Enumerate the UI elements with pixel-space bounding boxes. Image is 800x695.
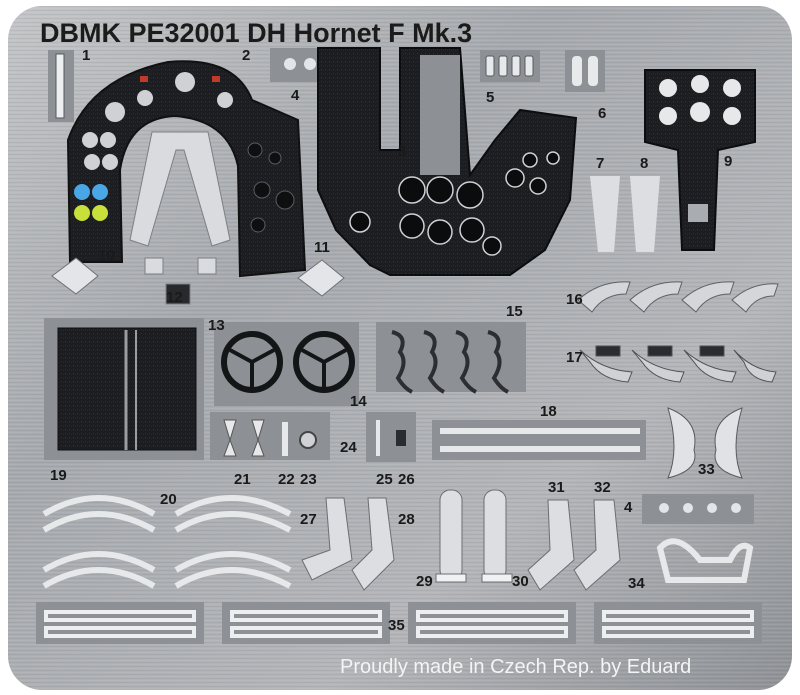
part-number-34: 34 <box>628 575 645 592</box>
part-number-4b: 4 <box>624 499 633 516</box>
part-number-28: 28 <box>398 511 415 528</box>
part-number-10: 10 <box>98 247 115 264</box>
part-number-20: 20 <box>160 491 177 508</box>
part-3-instrument-panel <box>317 47 578 276</box>
part-number-12: 12 <box>166 289 183 306</box>
part-19-floor-panel <box>44 318 204 460</box>
part-number-27: 27 <box>300 511 317 528</box>
part-number-13: 13 <box>208 317 225 334</box>
part-number-23: 23 <box>300 471 317 488</box>
part-number-29: 29 <box>416 573 433 590</box>
part-number-5: 5 <box>486 89 494 106</box>
part-number-31: 31 <box>548 479 565 496</box>
part-number-22: 22 <box>278 471 295 488</box>
part-number-15: 15 <box>506 303 523 320</box>
part-number-21: 21 <box>234 471 251 488</box>
part-1-strip <box>48 50 74 122</box>
part-34-bracket <box>656 538 754 583</box>
part-number-6: 6 <box>598 105 606 122</box>
part-7-8-plates <box>590 176 660 252</box>
part-number-2: 2 <box>242 47 250 64</box>
part-10-11-brackets <box>51 257 345 297</box>
part-number-11: 11 <box>314 239 330 256</box>
part-number-18: 18 <box>540 403 557 420</box>
part-21-26-small-parts <box>210 412 416 462</box>
part-9-instrument-panel <box>644 69 756 251</box>
fret-footer: Proudly made in Czech Rep. by Eduard <box>340 656 691 678</box>
part-number-17: 17 <box>566 349 583 366</box>
part-number-8: 8 <box>640 155 648 172</box>
part-5-parts <box>480 50 540 82</box>
part-12-harness <box>129 131 231 305</box>
part-number-24: 24 <box>340 439 357 456</box>
part-number-14: 14 <box>350 393 367 410</box>
part-number-4: 4 <box>291 87 300 104</box>
part-number-32: 32 <box>594 479 611 496</box>
part-16-rudder-pedals <box>577 281 779 313</box>
part-number-7: 7 <box>596 155 604 172</box>
part-number-30: 30 <box>512 573 529 590</box>
part-33-bracket <box>667 407 743 479</box>
part-number-19: 19 <box>50 467 67 484</box>
part-number-3: 3 <box>398 143 406 160</box>
part-number-25: 25 <box>376 471 393 488</box>
part-20-frames <box>42 495 292 589</box>
part-17-rudder-pedals <box>579 345 777 383</box>
part-18-rails <box>432 420 646 460</box>
part-number-16: 16 <box>566 291 583 308</box>
fret-title: DBMK PE32001 DH Hornet F Mk.3 <box>40 18 472 48</box>
part-number-26: 26 <box>398 471 415 488</box>
part-35-rails <box>36 602 762 644</box>
part-4b-small-parts <box>642 494 754 524</box>
part-6-parts <box>565 50 605 92</box>
part-number-35: 35 <box>388 617 405 634</box>
part-27-32-seat-harness <box>301 489 621 591</box>
part-number-33: 33 <box>698 461 715 478</box>
part-2-instrument-panel <box>66 60 307 278</box>
part-13-14-control-wheels <box>214 322 359 406</box>
part-15-brackets <box>376 322 526 394</box>
part-number-9: 9 <box>724 153 732 170</box>
part-number-1: 1 <box>82 47 90 64</box>
